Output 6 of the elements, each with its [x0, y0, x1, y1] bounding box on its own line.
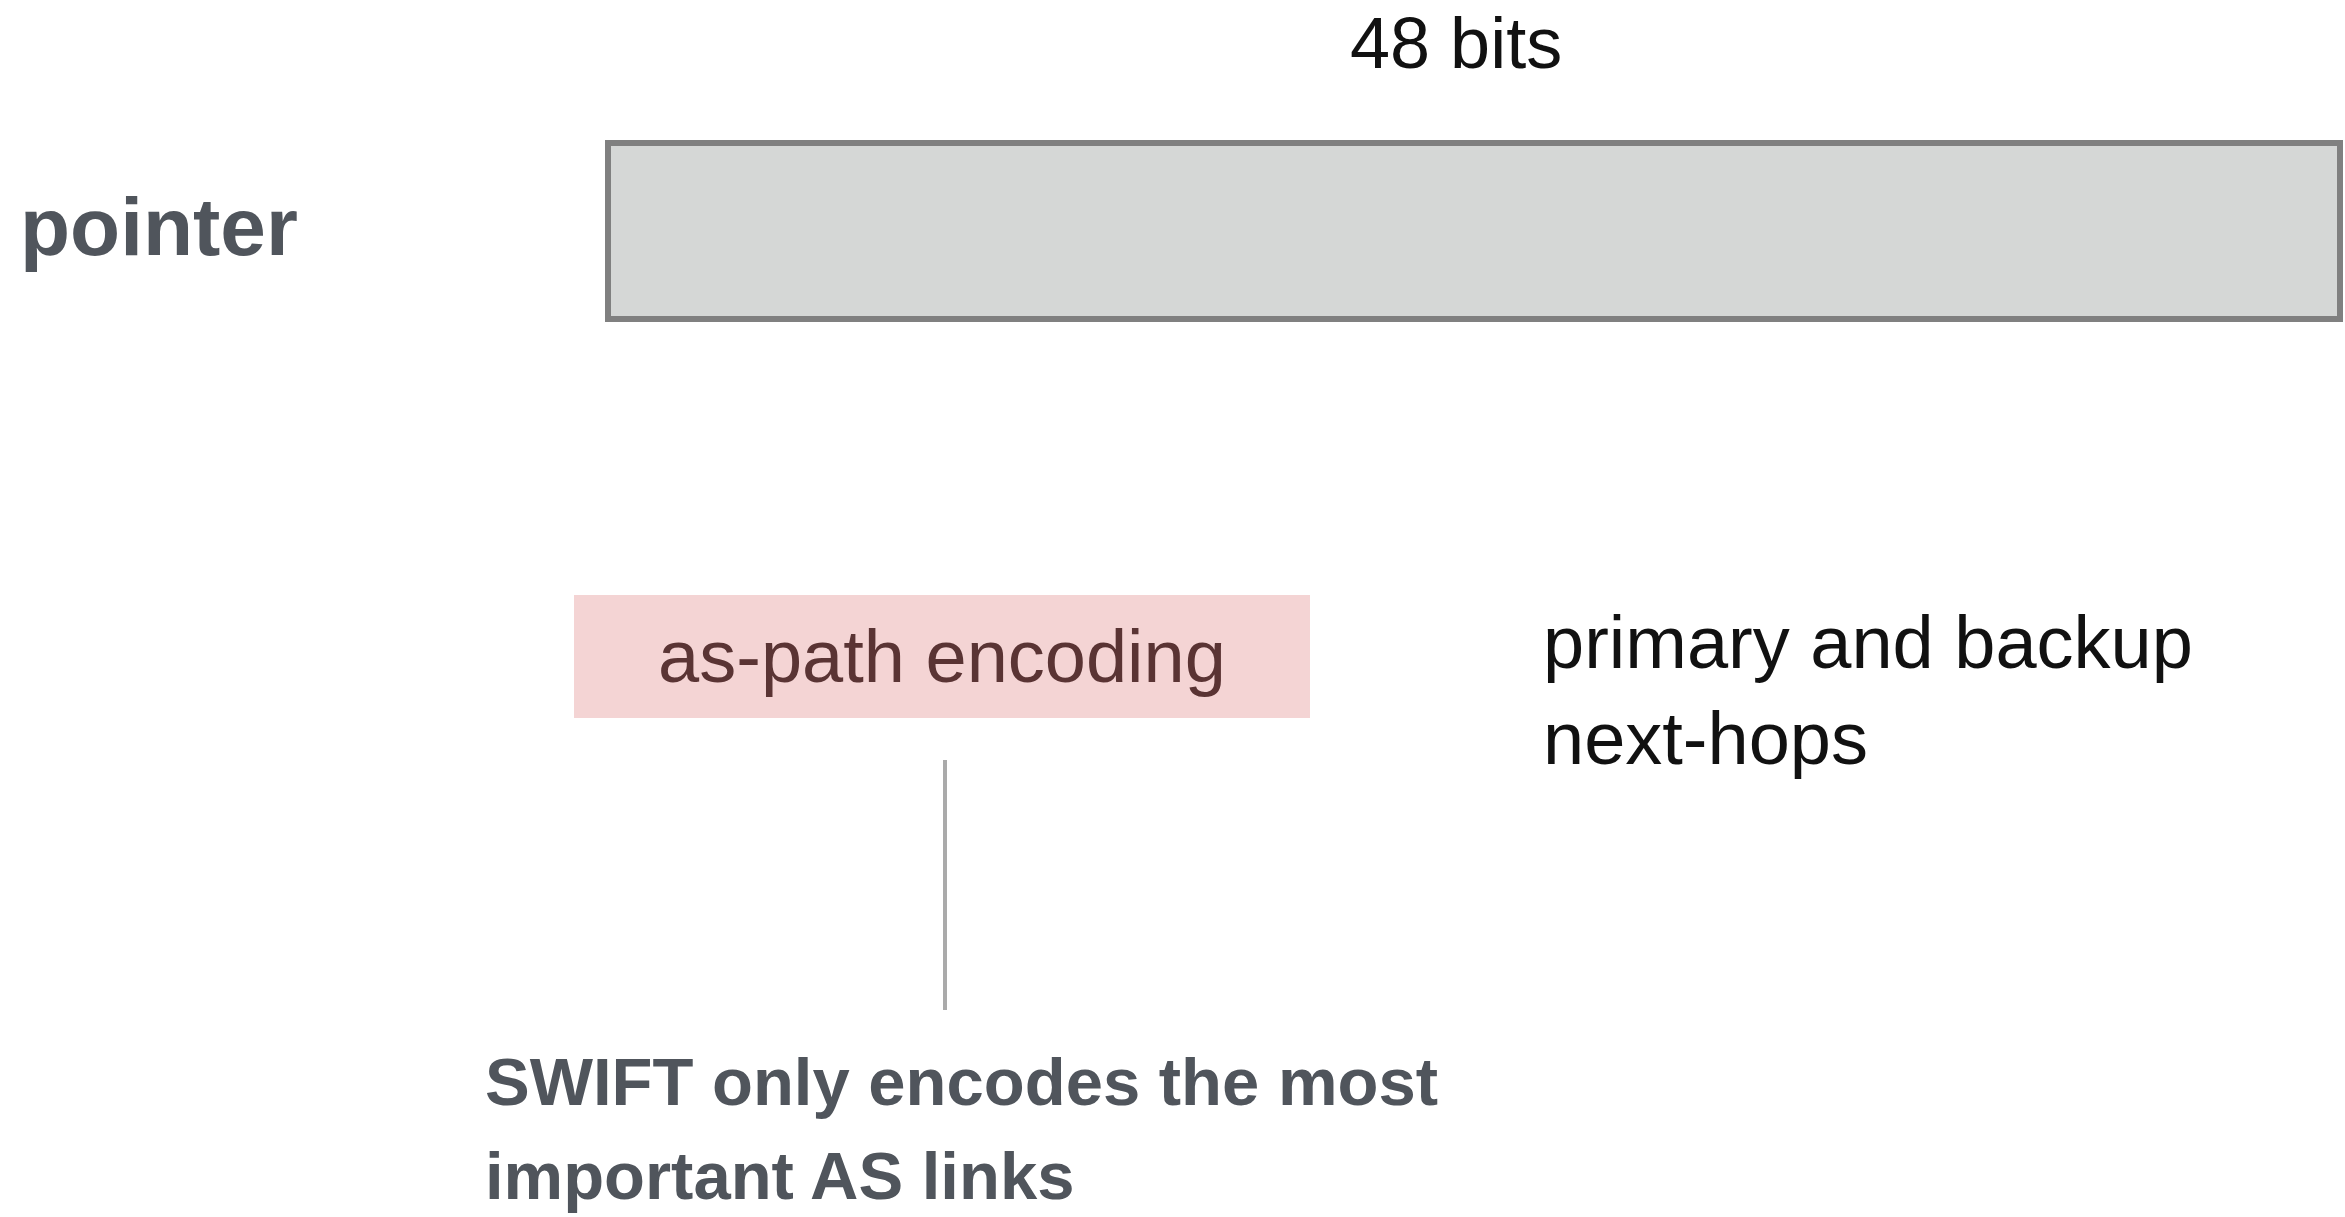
note-text: SWIFT only encodes the most important AS links — [484, 1043, 1439, 1215]
field-description: primary and backup next-hops — [1543, 600, 2194, 782]
leader-line — [943, 760, 947, 1010]
width-label: 48 bits — [1350, 2, 1563, 84]
row-heading: pointer — [20, 180, 298, 274]
field-box: as-path encoding — [574, 595, 1310, 718]
